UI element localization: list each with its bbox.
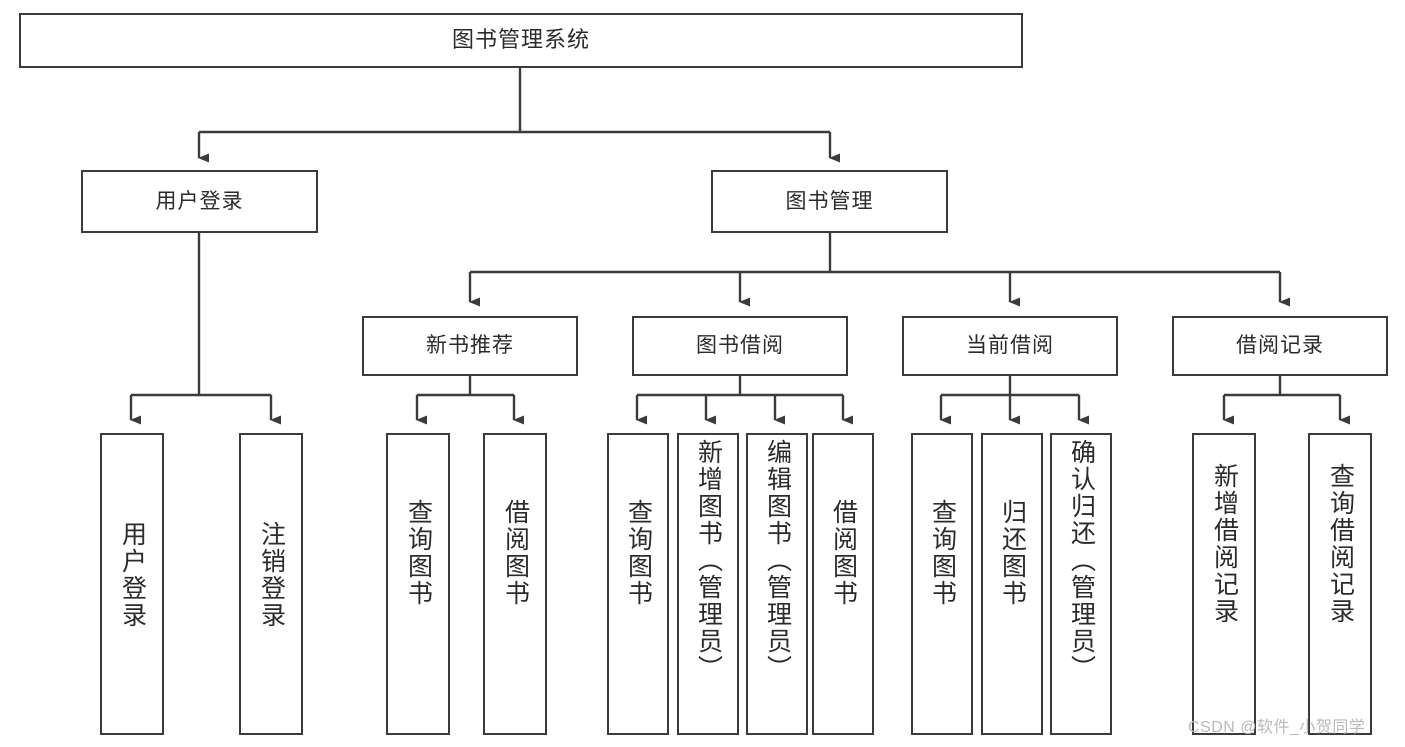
leaf-label: 用户登录 <box>118 521 147 629</box>
node-borrow-record[interactable]: 借阅记录 <box>1172 316 1388 376</box>
leaf-add-borrow-record[interactable]: 新增借阅记录 <box>1192 433 1256 735</box>
leaf-user-login[interactable]: 用户登录 <box>100 433 164 735</box>
leaf-user-logout[interactable]: 注销登录 <box>239 433 303 735</box>
node-label: 新书推荐 <box>426 334 514 358</box>
leaf-borrow-book-recommend[interactable]: 借阅图书 <box>483 433 547 735</box>
watermark: CSDN @软件_小贺同学 <box>1188 719 1366 736</box>
leaf-confirm-return-admin[interactable]: 确认归还（管理员） <box>1050 433 1112 735</box>
leaf-label: 注销登录 <box>257 521 286 629</box>
node-current-borrow[interactable]: 当前借阅 <box>902 316 1118 376</box>
node-label: 图书借阅 <box>696 334 784 358</box>
node-label: 借阅记录 <box>1236 334 1324 358</box>
leaf-query-borrow-record[interactable]: 查询借阅记录 <box>1308 433 1372 735</box>
node-new-book-recommend[interactable]: 新书推荐 <box>362 316 578 376</box>
node-book-management[interactable]: 图书管理 <box>711 170 948 233</box>
leaf-label: 借阅图书 <box>501 499 530 607</box>
leaf-query-book-current[interactable]: 查询图书 <box>911 433 973 735</box>
node-label: 用户登录 <box>155 189 244 213</box>
leaf-label: 新增图书（管理员） <box>694 439 723 682</box>
leaf-query-book-recommend[interactable]: 查询图书 <box>386 433 450 735</box>
node-book-management-system[interactable]: 图书管理系统 <box>19 13 1023 68</box>
leaf-label: 新增借阅记录 <box>1210 463 1239 625</box>
leaf-label: 查询借阅记录 <box>1326 463 1355 625</box>
leaf-label: 归还图书 <box>998 499 1027 607</box>
node-label: 图书管理系统 <box>451 27 590 53</box>
leaf-edit-book-admin[interactable]: 编辑图书（管理员） <box>746 433 808 735</box>
leaf-return-book[interactable]: 归还图书 <box>981 433 1043 735</box>
leaf-label: 查询图书 <box>404 499 433 607</box>
leaf-add-book-admin[interactable]: 新增图书（管理员） <box>677 433 739 735</box>
node-user-login[interactable]: 用户登录 <box>81 170 318 233</box>
node-label: 图书管理 <box>785 189 874 213</box>
leaf-borrow-book[interactable]: 借阅图书 <box>812 433 874 735</box>
leaf-label: 确认归还（管理员） <box>1067 439 1096 682</box>
leaf-label: 借阅图书 <box>829 499 858 607</box>
leaf-label: 编辑图书（管理员） <box>763 439 792 682</box>
node-book-borrow[interactable]: 图书借阅 <box>632 316 848 376</box>
leaf-label: 查询图书 <box>928 499 957 607</box>
leaf-query-book-borrow[interactable]: 查询图书 <box>607 433 669 735</box>
node-label: 当前借阅 <box>966 334 1054 358</box>
leaf-label: 查询图书 <box>624 499 653 607</box>
